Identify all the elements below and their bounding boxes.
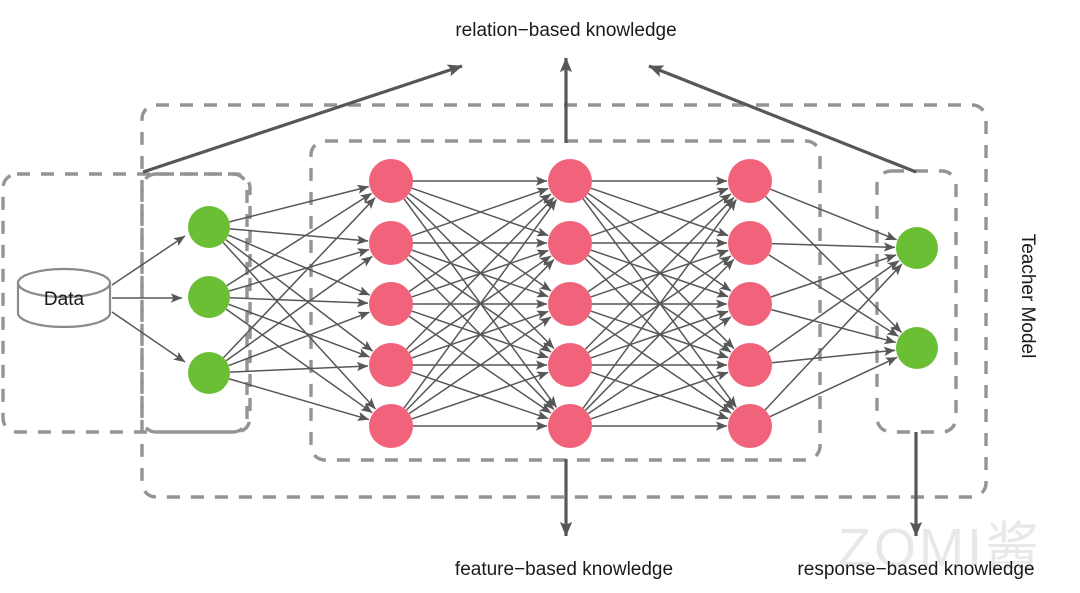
output-layer-node-1 bbox=[896, 227, 938, 269]
network-edge bbox=[229, 228, 369, 245]
teacher-model-label: Teacher Model bbox=[1017, 234, 1038, 359]
data-to-input-arrows bbox=[111, 235, 186, 363]
hidden-layer-3-node-2 bbox=[728, 221, 772, 265]
network-edge bbox=[765, 196, 902, 333]
network-edges bbox=[222, 176, 903, 431]
network-edge bbox=[228, 378, 370, 421]
network-edge bbox=[411, 187, 549, 237]
network-edge bbox=[768, 254, 899, 337]
relation-arrow-left bbox=[142, 64, 463, 174]
hidden-layer-3-node-1 bbox=[728, 159, 772, 203]
network-edge bbox=[411, 371, 549, 420]
network-nodes bbox=[188, 159, 938, 448]
network-edge bbox=[771, 346, 896, 364]
group-boxes bbox=[1, 103, 988, 499]
data-group-box bbox=[1, 172, 249, 434]
relation-arrow-right bbox=[648, 64, 917, 174]
hidden-layer-1-node-5 bbox=[369, 404, 413, 448]
hidden-layer-2-node-4 bbox=[548, 343, 592, 387]
network-edge bbox=[229, 184, 369, 223]
network-edge bbox=[229, 361, 369, 373]
network-edge bbox=[408, 193, 552, 293]
feature-based-knowledge-label: feature−based knowledge bbox=[455, 559, 673, 580]
network-edge bbox=[771, 308, 897, 345]
output-layer-box bbox=[875, 169, 958, 434]
network-edge bbox=[225, 255, 373, 362]
network-edge bbox=[767, 260, 900, 353]
hidden-layer-3-node-4 bbox=[728, 343, 772, 387]
input-layer-box bbox=[140, 172, 252, 434]
network-edge bbox=[228, 234, 371, 296]
network-edge bbox=[225, 239, 374, 352]
network-edge bbox=[405, 258, 555, 411]
data-cylinder bbox=[16, 267, 112, 329]
watermark-text: ZOMI酱 bbox=[838, 518, 1042, 578]
network-edge bbox=[228, 311, 370, 367]
input-layer-node-2 bbox=[188, 276, 230, 318]
hidden-layer-1-node-2 bbox=[369, 221, 413, 265]
teacher-model-box bbox=[140, 103, 988, 499]
network-edge bbox=[222, 197, 376, 359]
callout-arrows bbox=[142, 57, 923, 537]
hidden-layer-2-node-3 bbox=[548, 282, 592, 326]
response-based-knowledge-label: response−based knowledge bbox=[797, 559, 1034, 580]
network-edge bbox=[228, 303, 370, 358]
data-label: Data bbox=[44, 289, 85, 310]
hidden-layer-1-node-3 bbox=[369, 282, 413, 326]
network-edge bbox=[590, 371, 729, 420]
network-edge bbox=[403, 199, 558, 409]
relation-based-knowledge-label: relation−based knowledge bbox=[455, 20, 676, 41]
network-edge bbox=[770, 188, 897, 241]
network-edge bbox=[226, 192, 373, 287]
network-edge bbox=[590, 187, 729, 237]
network-edge bbox=[584, 258, 735, 411]
network-edge bbox=[405, 196, 555, 350]
network-edge bbox=[769, 356, 898, 418]
hidden-layer-3-node-3 bbox=[728, 282, 772, 326]
network-edge bbox=[408, 316, 552, 415]
network-edge bbox=[587, 193, 732, 293]
hidden-layer-1-node-4 bbox=[369, 343, 413, 387]
input-layer-node-3 bbox=[188, 352, 230, 394]
network-edge bbox=[222, 241, 377, 410]
hidden-layer-2-node-1 bbox=[548, 159, 592, 203]
output-layer-node-2 bbox=[896, 327, 938, 369]
network-edge bbox=[587, 316, 732, 415]
network-edge bbox=[582, 199, 737, 409]
hidden-layer-2-node-2 bbox=[548, 221, 592, 265]
network-edge bbox=[764, 263, 903, 411]
input-layer-node-1 bbox=[188, 206, 230, 248]
network-edge bbox=[228, 248, 370, 292]
network-edge bbox=[225, 308, 373, 414]
hidden-layer-1-node-1 bbox=[369, 159, 413, 203]
network-edge bbox=[584, 196, 735, 350]
hidden-layer-2-node-5 bbox=[548, 404, 592, 448]
network-edge bbox=[771, 242, 896, 252]
hidden-layer-3-node-5 bbox=[728, 404, 772, 448]
network-edge bbox=[229, 297, 369, 308]
network-edge bbox=[770, 254, 897, 298]
